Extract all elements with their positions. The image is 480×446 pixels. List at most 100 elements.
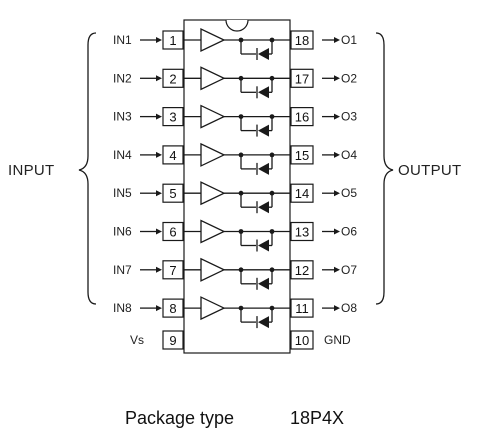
junction-dot [269, 229, 275, 234]
junction-dot [269, 305, 275, 311]
input-brace [78, 32, 97, 305]
output-arrow-head [334, 228, 340, 235]
output-arrow-head [334, 305, 340, 312]
input-pin-number: 3 [169, 110, 176, 125]
output-pin-box [290, 183, 314, 203]
ic-package-body [183, 19, 291, 354]
input-pin-number: 8 [169, 301, 176, 316]
input-pin-box [162, 68, 184, 88]
buffer-triangle [200, 66, 226, 91]
input-label: IN2 [113, 71, 132, 85]
output-arrow-head [334, 266, 340, 273]
input-label: IN1 [113, 33, 132, 47]
output-label: O1 [341, 33, 357, 47]
output-label: O5 [341, 186, 357, 200]
output-arrow-head [334, 113, 340, 120]
input-arrow-head [156, 75, 162, 82]
pin-9-number: 9 [169, 333, 176, 348]
junction-dot [269, 267, 275, 273]
input-label: IN7 [113, 263, 132, 277]
pin1-notch [225, 19, 249, 32]
buffer-triangle [200, 142, 226, 167]
input-pin-number: 4 [169, 148, 176, 163]
input-pin-number: 5 [169, 186, 176, 201]
output-pin-number: 16 [295, 110, 309, 125]
output-pin-box [290, 260, 314, 280]
output-label: O2 [341, 71, 357, 85]
input-label: IN4 [113, 148, 132, 162]
diode-triangle [258, 316, 269, 329]
input-label: IN5 [113, 186, 132, 200]
output-pin-number: 14 [295, 186, 309, 201]
junction-dot [269, 152, 275, 158]
output-label: O3 [341, 110, 357, 124]
input-pin-box [162, 106, 184, 127]
diode-triangle [258, 124, 269, 137]
buffer-triangle [200, 219, 226, 244]
input-pin-number: 6 [169, 225, 176, 240]
input-arrow-head [156, 113, 162, 120]
output-pin-number: 12 [295, 263, 309, 278]
input-label: IN3 [113, 110, 132, 124]
pin-10-box [290, 330, 314, 350]
input-pin-box [162, 145, 184, 165]
output-arrow-head [334, 190, 340, 197]
junction-dot [269, 75, 275, 81]
input-label: IN6 [113, 225, 132, 239]
package-code: 18P4X [290, 408, 344, 428]
output-arrow-head [334, 151, 340, 158]
diode-triangle [258, 277, 269, 290]
junction-dot [269, 190, 275, 196]
input-pin-box [162, 221, 184, 242]
output-pin-box [290, 221, 314, 242]
diode-triangle [258, 239, 269, 252]
gnd-label: GND [324, 333, 351, 347]
junction-dot [269, 114, 275, 119]
buffer-triangle [200, 257, 226, 282]
output-brace [375, 32, 394, 305]
pin-9-box [162, 330, 184, 350]
output-arrow-head [334, 37, 340, 43]
package-type-label: Package type [125, 408, 234, 428]
input-pin-box [162, 30, 184, 50]
input-pin-number: 2 [169, 71, 176, 86]
output-label: O7 [341, 263, 357, 277]
vs-label: Vs [130, 333, 144, 347]
buffer-triangle [200, 104, 226, 129]
input-pin-box [162, 298, 184, 318]
input-label: IN8 [113, 301, 132, 315]
input-arrow-head [156, 151, 162, 158]
output-pin-box [290, 106, 314, 127]
output-pin-number: 11 [295, 301, 309, 316]
input-arrow-head [156, 266, 162, 273]
output-pin-box [290, 145, 314, 165]
output-pin-box [290, 298, 314, 318]
output-group-label: OUTPUT [398, 162, 461, 179]
output-pin-box [290, 30, 314, 50]
output-pin-number: 13 [295, 225, 309, 240]
input-group-label: INPUT [8, 162, 55, 179]
buffer-triangle [200, 296, 226, 321]
input-pin-number: 1 [169, 33, 176, 48]
diode-triangle [258, 162, 269, 175]
output-arrow-head [334, 75, 340, 82]
input-arrow-head [156, 190, 162, 197]
output-pin-number: 18 [295, 33, 309, 48]
output-label: O8 [341, 301, 357, 315]
output-label: O6 [341, 225, 357, 239]
junction-dot [269, 37, 275, 43]
diode-triangle [258, 86, 269, 99]
output-label: O4 [341, 148, 357, 162]
input-pin-box [162, 260, 184, 280]
output-pin-number: 15 [295, 148, 309, 163]
output-pin-box [290, 68, 314, 88]
input-arrow-head [156, 228, 162, 235]
buffer-triangle [200, 27, 226, 53]
input-pin-box [162, 183, 184, 203]
input-arrow-head [156, 37, 162, 43]
output-pin-number: 17 [295, 71, 309, 86]
diode-triangle [258, 48, 269, 60]
buffer-triangle [200, 181, 226, 206]
